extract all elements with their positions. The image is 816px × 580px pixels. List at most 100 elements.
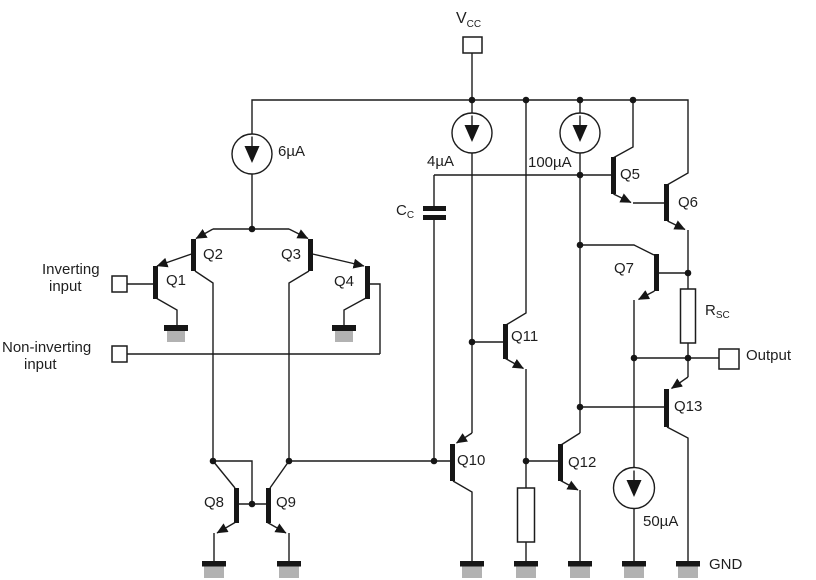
output-label: Output [746,347,792,364]
q8-emitter-arrow [216,521,236,534]
noninverting-input-label-line1: Non-inverting [2,339,92,356]
transistor-q1-bar [153,266,158,299]
ground-q13 [676,561,700,578]
q6-emitter-arrow [667,220,686,231]
q2-label: Q2 [203,246,224,263]
transistor-q4-bar [365,266,370,299]
ground-resistor [514,561,538,578]
q7-emitter-arrow [638,290,655,301]
q8-label: Q8 [204,494,225,511]
output-terminal-square [718,348,740,370]
noninverting-input-label-line2: input [24,356,57,373]
rsc-label-sub: SC [715,310,730,321]
ground-q1 [164,325,188,342]
q13-collector-wire [666,426,689,561]
q11-emitter-arrow [505,357,524,370]
q10-emitter-arrow [456,432,473,444]
cc-capacitor-label: CC [396,202,415,221]
q10-label: Q10 [457,452,486,469]
q5-label: Q5 [620,166,641,183]
mirror-emitter-wires [213,533,290,561]
ground-q10 [460,561,484,578]
q10-collector-wire [452,480,473,561]
q3-emitter-arrow [288,228,309,240]
q2-emitter-arrow [195,228,214,240]
transistor-bars [153,157,669,523]
inverting-input-label-line2: input [49,278,82,295]
q1-label: Q1 [166,272,187,289]
transistor-q6-bar [664,184,669,221]
q8-collector-wire [212,460,236,489]
transistor-q9-bar [266,488,271,523]
ground-50ua [622,561,646,578]
transistor-q5-bar [611,157,616,194]
q12-label: Q12 [568,454,597,471]
cc-label-main: C [396,202,407,219]
ground-q9 [277,561,301,578]
rsc-label-main: R [705,302,716,319]
vcc-label-main: V [456,10,467,27]
noninverting-terminal-square [111,345,128,363]
q11-label: Q11 [511,328,539,345]
transistor-q13-bar [664,389,669,427]
current-6ua-label: 6µA [278,143,305,160]
resistor-rsc [679,288,697,344]
current-source-50ua [612,466,656,510]
current-100ua-label: 100µA [528,154,572,171]
q4-label: Q4 [334,273,355,290]
ground-q12 [568,561,592,578]
ground-q4 [332,325,356,342]
transistor-q10-bar [450,444,455,481]
transistor-q2-bar [191,239,196,271]
q7-collector-wire [580,244,655,256]
q3-label: Q3 [281,246,302,263]
q3-collector-wire [288,270,310,461]
vcc-terminal-square [462,36,483,54]
q1-collector-wire [155,297,178,325]
ground-symbols [164,325,700,578]
current-source-100ua [559,112,601,154]
current-50ua-label: 50µA [643,513,679,530]
vcc-rail-wire [251,99,689,186]
transistor-q7-bar [654,254,659,291]
q5-collector-wire [612,100,634,159]
q13-label: Q13 [674,398,703,415]
q2-collector-wire [194,270,214,461]
current-source-4ua [451,112,493,154]
q6-label: Q6 [678,194,699,211]
gnd-label: GND [709,556,743,573]
vcc-label-sub: CC [466,19,482,30]
vcc-label: VCC [456,10,482,30]
q13-emitter-arrow [671,376,689,390]
q5-emitter-arrow [613,193,632,204]
resistor-q11-emitter [516,487,536,543]
q7-label: Q7 [614,260,635,277]
rsc-resistor-label: RSC [705,302,730,321]
current-4ua-label: 4µA [427,153,454,170]
transistor-q11-bar [503,324,508,359]
transistor-q12-bar [558,444,563,481]
inverting-terminal-square [111,275,128,293]
q9-collector-wire [269,460,290,489]
compensation-capacitor [423,206,446,220]
q4-base-wire [370,283,381,354]
transistor-q3-bar [308,239,313,271]
tail-wire [213,174,289,230]
junction-dots [209,96,692,508]
q11-collector-wire [505,100,527,326]
q12-emitter-arrow [560,479,579,491]
q4-emitter-arrow [312,253,365,269]
q12-collector-wire [560,432,581,446]
cc-label-sub: C [406,210,415,221]
inverting-input-label-line1: Inverting [42,261,100,278]
current-source-6ua [231,133,273,175]
q4-collector-wire [343,297,367,325]
wires [127,53,719,561]
emitter-arrows [156,193,689,534]
ground-q8 [202,561,226,578]
q9-label: Q9 [276,494,297,511]
q9-emitter-arrow [267,521,287,534]
transistor-q8-bar [234,488,239,523]
